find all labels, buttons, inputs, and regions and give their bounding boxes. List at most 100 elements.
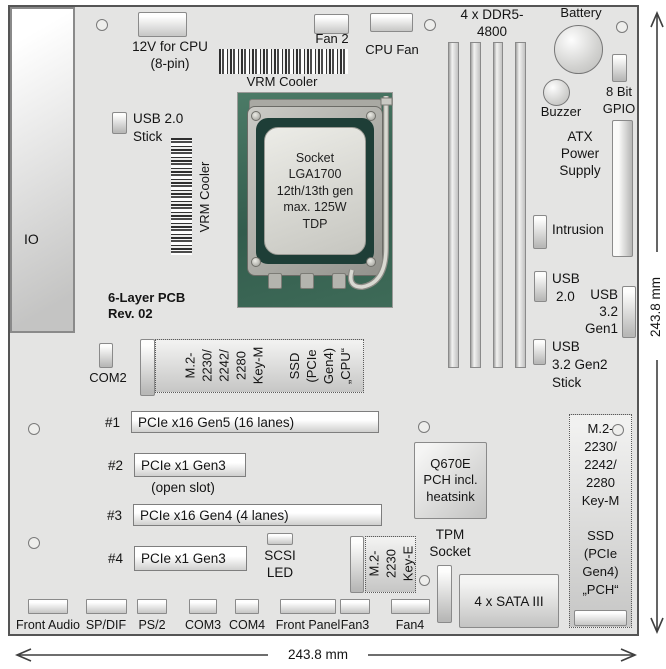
dimension-right-label: 243.8 mm	[648, 276, 663, 338]
slot4-number: #4	[108, 551, 124, 566]
buzzer-label: Buzzer	[540, 104, 582, 119]
socket-label-line3: 12th/13th gen	[276, 183, 354, 198]
socket-label-line1: Socket	[295, 150, 335, 165]
m2-keye-label: M.2- 2230 Key-E	[366, 538, 417, 590]
dimm-label: 4 x DDR5- 4800	[460, 6, 523, 40]
m2-cpu-key-line2: 2230/	[199, 349, 215, 382]
dimm-label-line2: 4800	[476, 24, 508, 39]
com3-label: COM3	[184, 618, 222, 632]
pcie-slot-4: PCIe x1 Gen3	[134, 546, 247, 571]
arrowhead-right-icon	[620, 648, 638, 662]
com4-connector: COM4	[222, 599, 272, 632]
m2-keye-line3: Key-E	[400, 545, 416, 582]
buzzer	[543, 79, 570, 106]
com2-label: COM2	[89, 370, 127, 385]
slot1-number: #1	[105, 415, 121, 430]
front-panel-label: Front Panel	[275, 618, 341, 632]
mounting-hole	[419, 575, 430, 586]
cpu-fan-label: CPU Fan	[365, 42, 419, 57]
usb2-stick-port	[112, 112, 127, 134]
usb2-stick-label-line2: Stick	[133, 129, 163, 144]
front-panel-box	[280, 599, 336, 614]
m2-cpu-ssd-line3: Gen4)	[321, 347, 336, 385]
m2-keye-connector	[350, 536, 364, 593]
vrm-cooler-top	[219, 49, 348, 74]
pch-chip-line2: PCH incl.	[423, 472, 478, 488]
mounting-hole	[96, 19, 108, 31]
atx-label-line1: ATX	[567, 129, 593, 144]
cpu-power-label-line2: (8-pin)	[150, 56, 190, 71]
socket-label-line5: TDP	[302, 216, 328, 231]
m2-cpu-key-line4: 2280	[233, 351, 249, 380]
dimension-bottom-label: 243.8 mm	[287, 647, 349, 662]
sata-connectors: 4 x SATA III	[459, 574, 559, 628]
cpu-power-label-line1: 12V for CPU	[132, 39, 208, 54]
fan2-label: Fan 2	[315, 31, 349, 46]
arrowhead-down-icon	[650, 617, 664, 635]
usb2-stick-label: USB 2.0 Stick	[133, 110, 183, 146]
spdif-label: SP/DIF	[85, 618, 127, 632]
socket-label-line2: LGA1700	[288, 167, 342, 182]
fan4-label: Fan4	[395, 618, 425, 632]
usb32gen2-port	[533, 339, 546, 365]
vrm-cooler-left-label: VRM Cooler	[197, 161, 212, 233]
ps2-label: PS/2	[138, 618, 166, 632]
pch-chip-line3: heatsink	[426, 488, 475, 504]
mounting-hole	[612, 424, 624, 436]
front-panel-connector: Front Panel	[273, 599, 343, 632]
dimm-slot-1	[448, 42, 459, 368]
m2-pch-line8: Gen4)	[582, 564, 619, 579]
tpm-socket	[437, 565, 452, 623]
scsi-led-label-line2: LED	[266, 565, 294, 580]
pch-heatsink: Q670E PCH incl. heatsink	[414, 442, 487, 519]
usb32gen1-label-line2: 3.2	[599, 304, 618, 319]
pcie-slot-3: PCIe x16 Gen4 (4 lanes)	[133, 504, 382, 526]
cpu-power-label: 12V for CPU (8-pin)	[132, 38, 208, 72]
m2-cpu-key-line1: M.2-	[182, 352, 198, 379]
pcb-note-line1: 6-Layer PCB	[108, 290, 186, 305]
fan4-box	[390, 599, 430, 614]
fan2-connector	[314, 14, 349, 34]
front-audio-box	[28, 599, 68, 614]
socket-label-line4: max. 125W	[283, 200, 347, 215]
m2-keye-area	[365, 536, 416, 593]
tpm-label-line1: TPM	[435, 527, 465, 542]
com3-connector: COM3	[178, 599, 228, 632]
m2-pch-line2: 2230/	[584, 439, 617, 454]
front-audio-label: Front Audio	[16, 618, 80, 632]
fan3-connector: Fan3	[330, 599, 380, 632]
m2-keye-line2: 2230	[383, 549, 399, 578]
usb32gen1-port	[622, 286, 636, 338]
mounting-hole	[424, 19, 436, 31]
ps2-box	[137, 599, 167, 614]
intrusion-label: Intrusion	[552, 222, 604, 237]
tpm-label: TPM Socket	[429, 526, 470, 560]
arrowhead-left-icon	[14, 648, 32, 662]
io-panel	[10, 7, 75, 333]
vrm-cooler-left	[171, 138, 192, 255]
pch-chip-line1: Q670E	[430, 455, 471, 471]
com4-box	[235, 599, 259, 614]
scsi-led	[267, 533, 293, 545]
fan3-box	[340, 599, 370, 614]
usb20-label: USB 2.0	[552, 270, 580, 306]
m2-cpu-ssd-line2: (PCIe	[304, 349, 319, 383]
usb32gen2-label-line2: 3.2 Gen2	[552, 357, 608, 372]
usb20-header	[534, 271, 547, 302]
io-panel-label: IO	[24, 231, 39, 247]
usb32gen2-label: USB 3.2 Gen2 Stick	[552, 338, 608, 392]
com2-header	[99, 343, 113, 368]
m2-cpu-ssd-label: SSD (PCIe Gen4) „CPU“	[286, 340, 354, 392]
m2-cpu-key-line5: Key-M	[250, 346, 266, 385]
m2-pch-line4: 2280	[586, 475, 615, 490]
socket-screw	[366, 257, 376, 267]
socket-cover-plate: Socket LGA1700 12th/13th gen max. 125W T…	[264, 127, 366, 255]
com4-label: COM4	[228, 618, 266, 632]
gpio-label-line1: 8 Bit	[605, 84, 633, 99]
mounting-hole	[28, 537, 40, 549]
atx-label: ATX Power Supply	[552, 128, 608, 179]
socket-tab	[268, 273, 282, 289]
battery	[554, 25, 603, 74]
vrm-cooler-top-label: VRM Cooler	[246, 74, 318, 89]
gpio-header	[612, 54, 627, 82]
